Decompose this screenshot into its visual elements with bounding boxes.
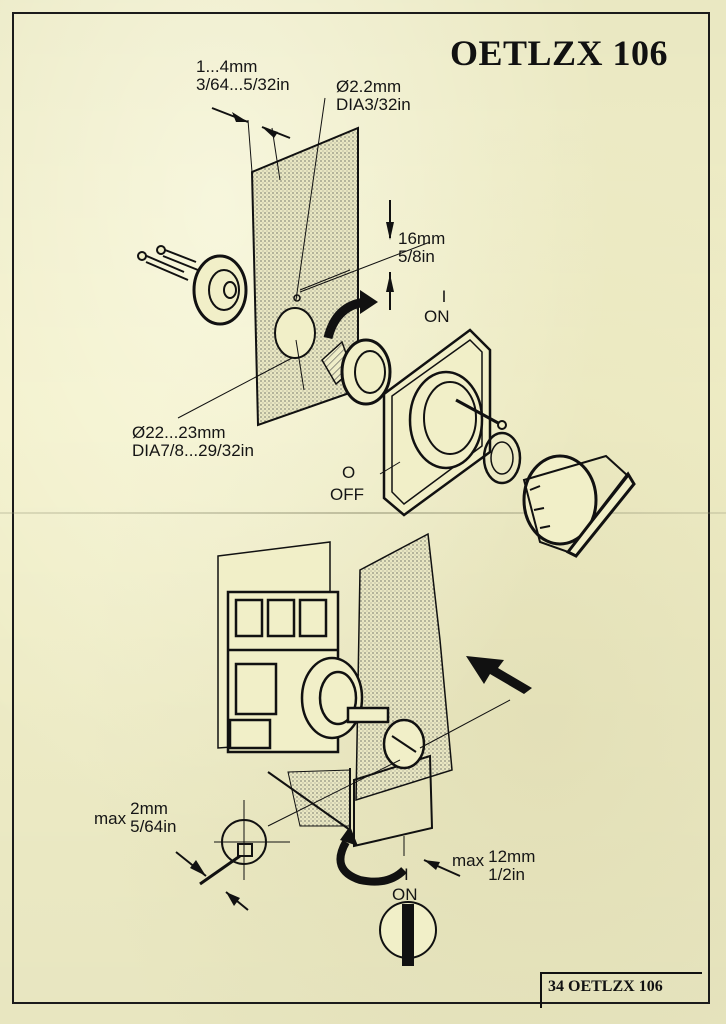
document-footer: 34 OETLZX 106 — [548, 978, 663, 995]
on-position-bottom-symbol: I — [404, 865, 409, 884]
alignment-circle — [199, 800, 290, 886]
large-hole-label: Ø22...23mm DIA7/8...29/32in — [132, 423, 254, 460]
off-position-symbol: O — [342, 463, 356, 482]
on-position-top-label: ON — [424, 307, 450, 326]
on-position-bottom-label: ON — [392, 885, 418, 904]
mounting-ring-left — [192, 254, 248, 326]
small-hole-label: Ø2.2mm DIA3/32in — [336, 77, 411, 114]
offset-label: 16mm 5/8in — [398, 229, 446, 266]
panel-thickness-label: 1...4mm 3/64...5/32in — [196, 57, 290, 94]
switch-body — [226, 590, 390, 754]
off-position-label: OFF — [330, 485, 364, 504]
paper-fold — [0, 512, 726, 514]
document-title: OETLZX 106 — [449, 33, 668, 73]
insert-arrow — [466, 656, 532, 694]
footer-box — [540, 972, 702, 1008]
rotary-handle — [522, 454, 636, 558]
on-position-top: I — [441, 287, 447, 306]
page-border — [12, 12, 710, 1004]
bottom-panel-shaded — [355, 532, 453, 802]
screws — [137, 245, 199, 281]
front-plate — [379, 328, 507, 517]
